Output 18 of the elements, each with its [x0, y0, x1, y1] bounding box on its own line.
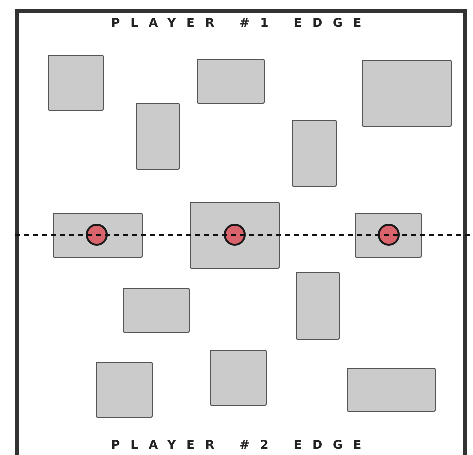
- terrain-block: [96, 362, 153, 418]
- terrain-block: [53, 213, 143, 258]
- terrain-block: [123, 288, 190, 333]
- objective-marker: [86, 224, 108, 246]
- board-edge-label: PLAYER #1 EDGE: [110, 16, 372, 30]
- terrain-block: [296, 272, 340, 340]
- terrain-block: [292, 120, 337, 187]
- objective-marker: [378, 224, 400, 246]
- terrain-block: [362, 60, 452, 127]
- terrain-block: [48, 55, 104, 111]
- board-edge-label: PLAYER #2 EDGE: [110, 438, 372, 452]
- objective-marker: [224, 224, 246, 246]
- terrain-block: [197, 59, 265, 104]
- terrain-block: [190, 202, 280, 269]
- terrain-block: [210, 350, 267, 406]
- terrain-block: [355, 213, 422, 258]
- terrain-block: [347, 368, 436, 412]
- terrain-block: [136, 103, 180, 170]
